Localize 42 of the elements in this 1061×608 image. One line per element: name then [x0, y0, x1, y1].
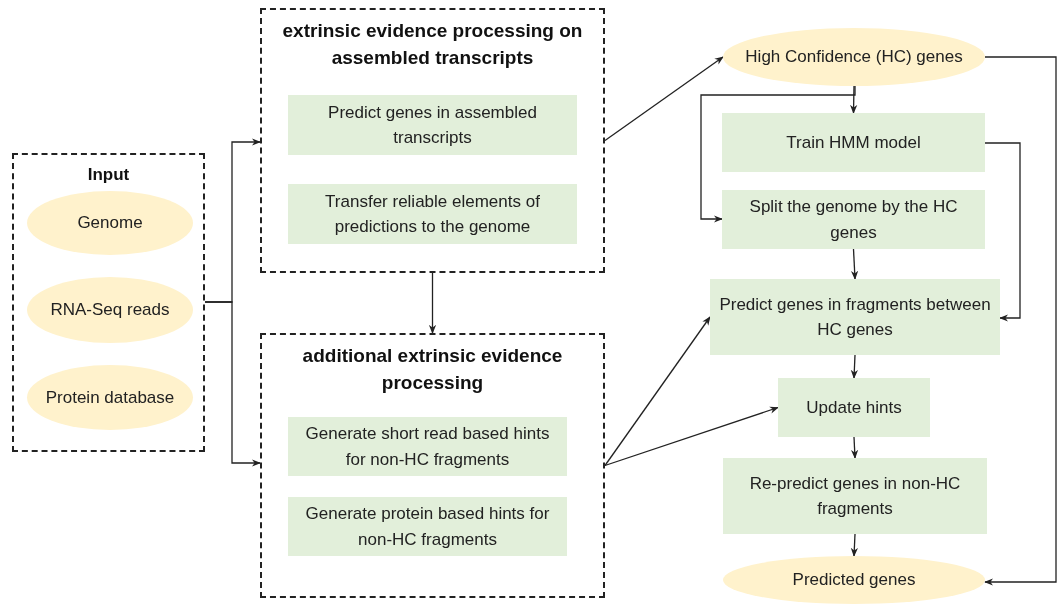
arrow	[428, 272, 437, 334]
process-box	[778, 378, 930, 437]
arrow	[850, 533, 858, 557]
arrow	[204, 301, 261, 467]
group-title: additional extrinsic evidence processing	[301, 344, 564, 395]
node-label: Predict genes in fragments between HC genes	[718, 293, 992, 341]
node-label: Re-predict genes in non-HC fragments	[748, 472, 962, 520]
node-label: Predict genes in assembled transcripts	[327, 101, 538, 149]
node-label: Update hints	[806, 396, 902, 419]
process-box	[710, 279, 1000, 355]
arrow	[604, 56, 724, 142]
process-box	[288, 184, 577, 244]
process-box	[288, 497, 567, 556]
process-box	[722, 190, 985, 249]
node-label: Transfer reliable elements of predictions to the genome	[324, 190, 541, 238]
group-title: Input	[86, 164, 131, 186]
arrow	[984, 56, 1057, 586]
process-box	[288, 95, 577, 155]
dashed-group-box	[260, 8, 605, 273]
process-box	[722, 113, 985, 172]
arrow	[604, 406, 779, 467]
node-label: Predicted genes	[792, 569, 916, 592]
node-label: Generate protein based hints for non-HC fragments	[304, 503, 551, 551]
group-title: extrinsic evidence processing on assembled transcripts	[281, 19, 584, 70]
process-box	[288, 417, 567, 476]
node-label: Protein database	[45, 386, 175, 409]
arrow	[850, 85, 858, 114]
dashed-group-box	[12, 153, 205, 452]
node-label: High Confidence (HC) genes	[745, 46, 963, 69]
node-label: RNA-Seq reads	[50, 299, 170, 322]
process-box	[723, 458, 987, 534]
node-label: Genome	[77, 212, 143, 235]
arrow	[700, 85, 856, 223]
arrow	[851, 436, 859, 459]
node-label: Train HMM model	[786, 131, 921, 154]
arrow	[984, 142, 1021, 322]
arrow	[850, 354, 858, 379]
node-label: Generate short read based hints for non-HC fragments	[304, 423, 551, 471]
arrow	[851, 248, 859, 280]
arrow	[604, 316, 711, 467]
node-label: Split the genome by the HC genes	[748, 196, 959, 244]
dashed-group-box	[260, 333, 605, 598]
